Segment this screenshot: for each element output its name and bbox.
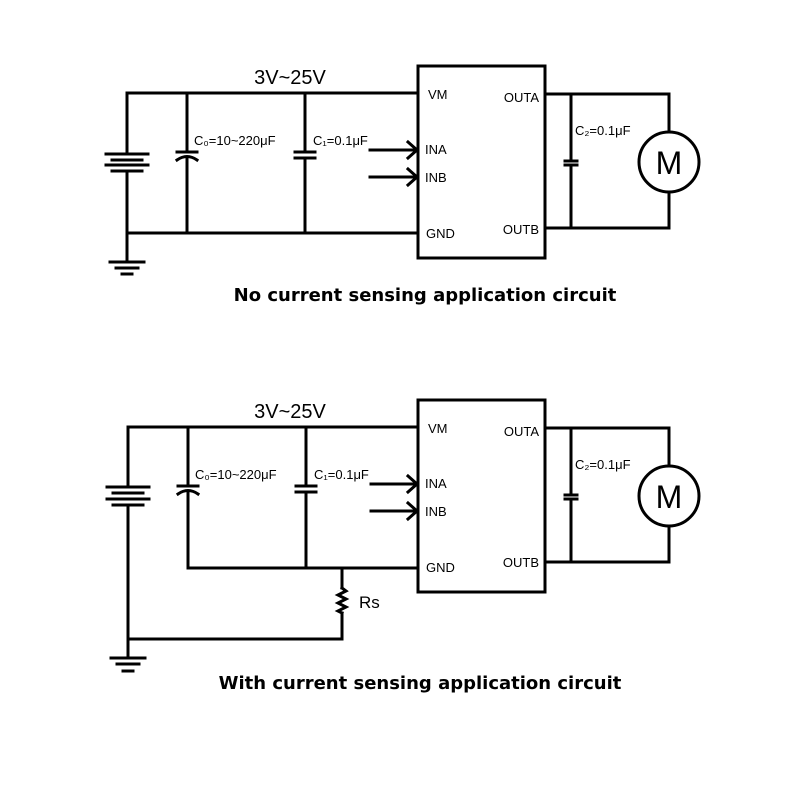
input-arrow-inb (368, 166, 420, 188)
rs-label: Rs (359, 593, 380, 612)
input-arrow-ina (369, 473, 420, 495)
capacitor-c0 (175, 425, 201, 570)
input-arrow-inb (369, 500, 420, 522)
pin-ina: INA (425, 142, 447, 157)
capacitor-c1 (294, 425, 318, 570)
voltage-label: 3V~25V (254, 67, 326, 89)
voltage-label: 3V~25V (254, 401, 326, 423)
battery-symbol (105, 425, 151, 660)
caption-with-sensing: With current sensing application circuit (219, 673, 622, 694)
capacitor-c2 (563, 92, 579, 230)
pin-gnd: GND (426, 560, 455, 575)
pin-inb: INB (425, 170, 447, 185)
circuit-no-sensing: 3V~25V C₀=10~220μF (104, 64, 701, 306)
motor-symbol (637, 464, 701, 528)
ground-symbol (109, 656, 147, 673)
pin-vm: VM (428, 421, 448, 436)
circuit-with-sensing: 3V~25V Rs C₀=10~220μ (105, 398, 701, 694)
driver-ic (416, 398, 547, 594)
pin-outa: OUTA (504, 90, 539, 105)
capacitor-c2 (563, 426, 579, 564)
pin-outb: OUTB (503, 555, 539, 570)
pin-outa: OUTA (504, 424, 539, 439)
ground-symbol (108, 230, 146, 276)
pin-inb: INB (425, 504, 447, 519)
c1-label: C₁=0.1μF (314, 467, 369, 482)
c0-label: C₀=10~220μF (194, 133, 276, 148)
outa-wire (543, 426, 671, 468)
sense-resistor (126, 566, 350, 641)
c1-label: C₁=0.1μF (313, 133, 368, 148)
capacitor-c1 (293, 91, 317, 235)
pin-ina: INA (425, 476, 447, 491)
c2-label: C₂=0.1μF (575, 123, 631, 138)
input-arrow-ina (368, 139, 420, 161)
capacitor-c0 (174, 91, 200, 235)
pin-vm: VM (428, 87, 448, 102)
pin-outb: OUTB (503, 222, 539, 237)
motor-label: M (656, 479, 683, 515)
motor-symbol (637, 130, 701, 194)
c0-label: C₀=10~220μF (195, 467, 277, 482)
outa-wire (543, 92, 671, 134)
caption-no-sensing: No current sensing application circuit (234, 285, 617, 306)
battery-symbol (104, 91, 150, 264)
driver-ic (416, 64, 547, 260)
outb-wire (543, 191, 671, 230)
motor-label: M (656, 145, 683, 181)
outb-wire (543, 525, 671, 564)
pin-gnd: GND (426, 226, 455, 241)
c2-label: C₂=0.1μF (575, 457, 631, 472)
